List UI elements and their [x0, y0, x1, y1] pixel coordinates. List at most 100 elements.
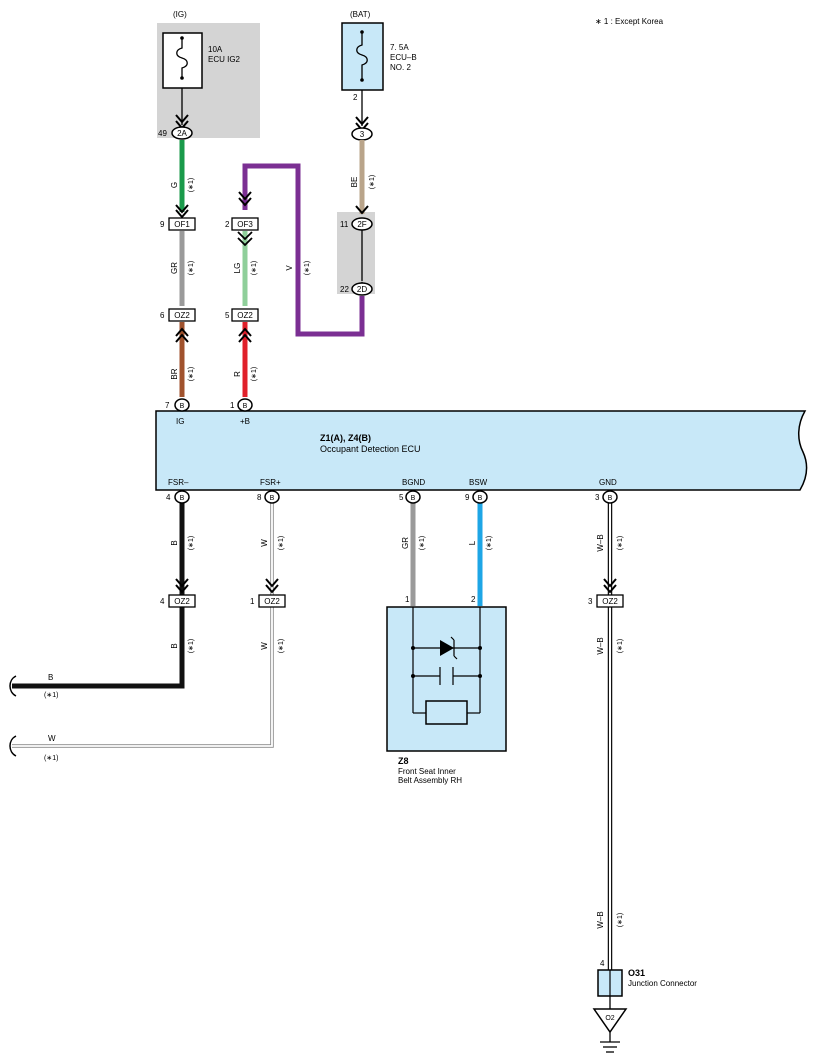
wire-star-b-h: (∗1): [44, 692, 58, 699]
wire-label-l: L: [468, 540, 477, 545]
ecu-pin-gnd-num: 3: [595, 493, 600, 502]
fuse-bat-pin: 2: [353, 93, 358, 102]
z8-pin2: 2: [471, 595, 476, 604]
fuse-bat-name1: ECU–B: [390, 53, 417, 62]
conn-oz2-a-pin: 6: [160, 311, 165, 320]
wire-label-b-h: B: [48, 673, 53, 682]
conn-oz2-e: [596, 594, 624, 608]
wire-star-be: (∗1): [369, 175, 376, 189]
o31-name: Junction Connector: [628, 979, 697, 988]
wire-label-b-1: B: [170, 540, 179, 545]
ecu-pin-fsrp-conn: B: [270, 495, 275, 502]
wire-star-lg: (∗1): [251, 261, 258, 275]
wire-label-gr-bottom: GR: [401, 537, 410, 549]
ecu-pin-bsw: [472, 490, 488, 504]
wire-label-wb-3: W–B: [596, 911, 605, 928]
fuse-bat-name2: NO. 2: [390, 63, 411, 72]
z8-name-1: Front Seat Inner: [398, 767, 456, 776]
fuse-ig-name: ECU IG2: [208, 55, 241, 64]
conn-of1: [168, 217, 196, 231]
fuse-bat-icon: [356, 32, 368, 80]
conn-oz2-b-label: OZ2: [237, 311, 253, 320]
ecu-box: [155, 410, 808, 491]
wire-label-br: BR: [170, 368, 179, 379]
ecu-id: Z1(A), Z4(B): [320, 433, 371, 443]
wire-label-w-h: W: [48, 734, 56, 743]
ecu-pin-bgnd: [405, 490, 421, 504]
ecu-pin-gnd: [602, 490, 618, 504]
wire-label-lg: LG: [233, 263, 242, 274]
ecu-pin-fsrp-num: 8: [257, 493, 262, 502]
ecu-pin-bsw-num: 9: [465, 493, 470, 502]
wire-star-w-1: (∗1): [278, 536, 285, 550]
o31-id: O31: [628, 968, 645, 978]
wire-label-wb-2: W–B: [596, 637, 605, 654]
wire-label-be: BE: [350, 177, 359, 188]
ecu-name: Occupant Detection ECU: [320, 444, 421, 454]
ecu-pin-fsrm: [174, 490, 190, 504]
conn-oz2-e-label: OZ2: [602, 597, 618, 606]
conn-oz2-d-label: OZ2: [264, 597, 280, 606]
ecu-pin-fsrm-conn: B: [180, 495, 185, 502]
conn-oz2-c-label: OZ2: [174, 597, 190, 606]
wire-star-g: (∗1): [188, 178, 195, 192]
ecu-pin-fsrp: [264, 490, 280, 504]
ecu-pin-bsw-label: BSW: [469, 478, 488, 487]
ecu-pin-b-num: 1: [230, 401, 235, 410]
conn-oz2-a: [168, 308, 196, 322]
wire-star-b-2: (∗1): [188, 639, 195, 653]
wire-b: [12, 502, 185, 689]
ig-source-label: (IG): [173, 10, 187, 19]
wire-star-v: (∗1): [304, 261, 311, 275]
ground-o2-icon: [592, 1008, 628, 1034]
wire-star-b-1: (∗1): [188, 536, 195, 550]
z8-id: Z8: [398, 756, 409, 766]
wire-label-g: G: [170, 182, 179, 188]
conn-2f: [351, 217, 373, 231]
ecu-pin-ig: [174, 398, 190, 412]
wire-star-wb-2: (∗1): [617, 639, 624, 653]
wire-star-w-2: (∗1): [278, 639, 285, 653]
conn-of3-label: OF3: [237, 220, 253, 229]
wire-star-gr-top: (∗1): [188, 261, 195, 275]
break-mark-b: [9, 675, 17, 697]
ground-icon: [600, 1041, 620, 1053]
conn-oz2-b: [231, 308, 259, 322]
footnote: ∗ 1 : Except Korea: [595, 17, 664, 26]
wire-star-br: (∗1): [188, 367, 195, 381]
ecu-pin-bgnd-conn: B: [411, 495, 416, 502]
ecu-pin-b-label: +B: [240, 417, 250, 426]
z8-box: [386, 606, 507, 752]
o31-pin: 4: [600, 959, 605, 968]
conn-2f-label: 2F: [357, 220, 366, 229]
ecu-pin-bgnd-label: BGND: [402, 478, 425, 487]
conn-of3-pin: 2: [225, 220, 230, 229]
conn-2a-label: 2A: [177, 129, 187, 138]
conn-of1-label: OF1: [174, 220, 190, 229]
ecu-pin-fsrm-num: 4: [166, 493, 171, 502]
conn-oz2-c-pin: 4: [160, 597, 165, 606]
ecu-pin-ig-label: IG: [176, 417, 184, 426]
wire-star-r: (∗1): [251, 367, 258, 381]
bat-source-label: (BAT): [350, 10, 371, 19]
wire-label-w-1: W: [260, 539, 269, 547]
ecu-pin-ig-conn: B: [180, 403, 185, 410]
conn-2d-label: 2D: [357, 285, 367, 294]
wire-label-r: R: [233, 371, 242, 377]
ecu-pin-ig-num: 7: [165, 401, 170, 410]
z8-name-2: Belt Assembly RH: [398, 776, 462, 785]
conn-oz2-d: [258, 594, 286, 608]
fuse-ig-rating: 10A: [208, 45, 223, 54]
wire-star-wb-1: (∗1): [617, 536, 624, 550]
conn-oz2-e-pin: 3: [588, 597, 593, 606]
ecu-pin-b: [237, 398, 253, 412]
conn-2d-pin: 22: [340, 285, 349, 294]
wire-star-l: (∗1): [486, 536, 493, 550]
conn-of3: [231, 217, 259, 231]
fuse-bat-rating: 7. 5A: [390, 43, 409, 52]
wire-label-b-2: B: [170, 643, 179, 648]
conn-oz2-b-pin: 5: [225, 311, 230, 320]
wire-star-gr-bottom: (∗1): [419, 536, 426, 550]
conn-oz2-c: [168, 594, 196, 608]
